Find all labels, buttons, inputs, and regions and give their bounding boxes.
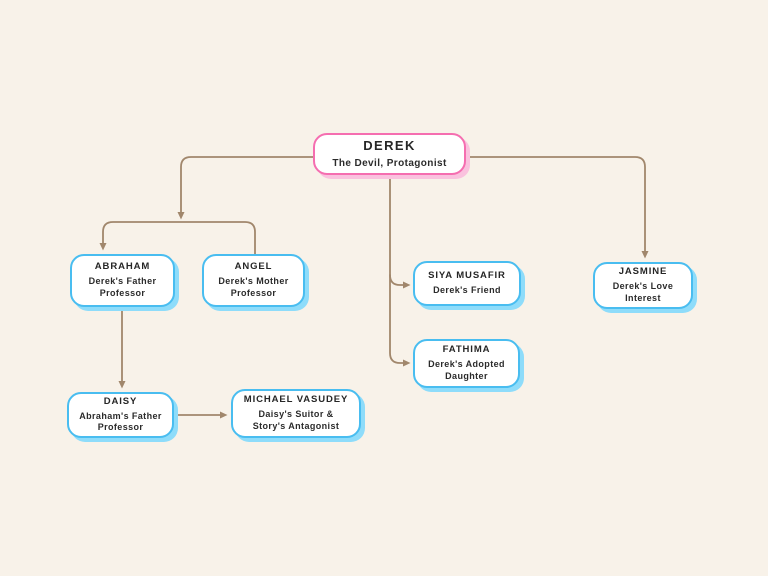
node-subtitle-line: Daughter xyxy=(445,370,488,381)
node-subtitle-line: Daisy's Suitor & xyxy=(258,409,334,420)
node-subtitle-line: Derek's Adopted xyxy=(428,359,505,370)
node-fathima[interactable]: FATHIMA Derek's Adopted Daughter xyxy=(413,339,520,388)
node-subtitle-line: The Devil, Protagonist xyxy=(332,157,447,169)
node-siya-musafir[interactable]: SIYA MUSAFIR Derek's Friend xyxy=(413,261,521,306)
edge-derek-to-siya xyxy=(389,274,411,289)
node-title: FATHIMA xyxy=(442,344,491,356)
node-title: ABRAHAM xyxy=(94,261,151,273)
edge-derek-to-fathima xyxy=(389,174,411,367)
node-daisy[interactable]: DAISY Abraham's Father Professor xyxy=(67,392,174,438)
node-subtitle-line: Derek's Father xyxy=(88,276,157,287)
node-subtitle-line: Professor xyxy=(97,422,144,433)
node-subtitle-line: Derek's Mother xyxy=(218,276,289,287)
node-subtitle-line: Abraham's Father xyxy=(79,410,162,421)
node-subtitle-line: Derek's Friend xyxy=(433,285,501,296)
edge-derek-to-parents xyxy=(177,156,314,220)
node-title: MICHAEL VASUDEY xyxy=(243,394,349,406)
node-subtitle-line: Professor xyxy=(230,287,277,298)
edge-parents-bracket xyxy=(99,221,256,255)
node-subtitle-line: Story's Antagonist xyxy=(252,420,340,431)
node-title: DEREK xyxy=(363,138,416,154)
node-michael-vasudey[interactable]: MICHAEL VASUDEY Daisy's Suitor & Story's… xyxy=(231,389,361,438)
edge-derek-to-jasmine xyxy=(465,156,649,259)
node-jasmine[interactable]: JASMINE Derek's Love Interest xyxy=(593,262,693,309)
node-title: JASMINE xyxy=(618,266,668,278)
node-angel[interactable]: ANGEL Derek's Mother Professor xyxy=(202,254,305,307)
node-subtitle-line: Derek's Love xyxy=(612,281,674,292)
node-derek[interactable]: DEREK The Devil, Protagonist xyxy=(313,133,466,175)
node-subtitle-line: Interest xyxy=(625,292,661,303)
node-subtitle-line: Professor xyxy=(99,287,146,298)
node-title: SIYA MUSAFIR xyxy=(428,270,506,282)
node-title: DAISY xyxy=(103,395,138,407)
node-abraham[interactable]: ABRAHAM Derek's Father Professor xyxy=(70,254,175,307)
node-title: ANGEL xyxy=(234,261,273,273)
